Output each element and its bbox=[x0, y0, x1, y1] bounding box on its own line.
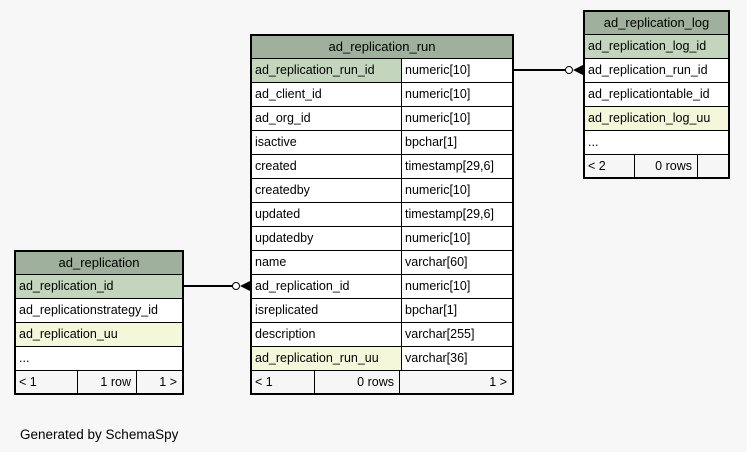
column-row-ad_replicationstrategy_id[interactable]: ad_replicationstrategy_id bbox=[16, 299, 182, 323]
column-type: bpchar[1] bbox=[405, 135, 458, 149]
column-name: ad_replication_id bbox=[16, 275, 182, 298]
table-footer: < 2 0 rows bbox=[585, 155, 728, 177]
column-type: varchar[255] bbox=[405, 327, 475, 341]
column-name: ad_replication_uu bbox=[16, 323, 182, 346]
column-type: timestamp[29,6] bbox=[405, 159, 494, 173]
generated-by-note: Generated by SchemaSpy bbox=[20, 427, 179, 442]
degree-indicator-left: < 2 bbox=[585, 155, 635, 177]
degree-indicator-left: < 1 bbox=[16, 371, 78, 393]
column-name: ... bbox=[19, 351, 30, 365]
column-row-more-columns[interactable]: ... bbox=[585, 131, 728, 155]
table-columns: ad_replication_id ad_replicationstrategy_… bbox=[16, 275, 182, 371]
degree-indicator-right bbox=[698, 155, 728, 177]
column-row-more-columns[interactable]: ... bbox=[16, 347, 182, 371]
table-title-ad_replication_run[interactable]: ad_replication_run bbox=[252, 36, 512, 59]
column-name: created bbox=[252, 155, 402, 178]
column-name: updatedby bbox=[252, 227, 402, 250]
column-name: ad_replication_id bbox=[252, 275, 402, 298]
column-name: description bbox=[252, 323, 402, 346]
column-type: numeric[10] bbox=[405, 111, 471, 125]
column-type: varchar[60] bbox=[405, 255, 468, 269]
column-type: bpchar[1] bbox=[405, 303, 458, 317]
column-name: isreplicated bbox=[252, 299, 402, 322]
column-row-ad_replication_uu[interactable]: ad_replication_uu bbox=[16, 323, 182, 347]
relationship-line bbox=[514, 69, 566, 71]
degree-indicator-right: 1 > bbox=[159, 375, 177, 389]
column-name: ad_replicationtable_id bbox=[588, 87, 710, 101]
table-title-ad_replication_log[interactable]: ad_replication_log bbox=[585, 12, 728, 35]
crow-foot-icon bbox=[573, 65, 583, 75]
column-type: varchar[36] bbox=[405, 351, 468, 365]
table-footer: < 1 0 rows 1 > bbox=[252, 371, 512, 393]
column-type: numeric[10] bbox=[405, 63, 471, 77]
column-type: numeric[10] bbox=[405, 231, 471, 245]
table-footer: < 1 1 row 1 > bbox=[16, 371, 182, 393]
column-name: ad_replication_run_id bbox=[252, 59, 402, 82]
column-name: createdby bbox=[252, 179, 402, 202]
degree-indicator-right: 1 > bbox=[489, 375, 507, 389]
column-name: ad_replication_run_uu bbox=[252, 347, 402, 370]
column-name: ad_replication_run_id bbox=[588, 63, 708, 77]
column-name: ... bbox=[588, 135, 599, 149]
column-type: numeric[10] bbox=[405, 183, 471, 197]
zero-or-one-icon bbox=[232, 282, 240, 290]
column-row-ad_replication_log_id[interactable]: ad_replication_log_id bbox=[585, 35, 728, 59]
column-name: ad_org_id bbox=[252, 107, 402, 130]
table-title-ad_replication[interactable]: ad_replication bbox=[16, 252, 182, 275]
column-row-ad_replication_run_id[interactable]: ad_replication_run_id bbox=[585, 59, 728, 83]
column-type: numeric[10] bbox=[405, 279, 471, 293]
column-name: name bbox=[252, 251, 402, 274]
table-ad_replication_run[interactable]: ad_replication_run ad_replication_run_id… bbox=[250, 34, 514, 395]
column-row-ad_replication_id[interactable]: ad_replication_id bbox=[16, 275, 182, 299]
column-row-ad_replicationtable_id[interactable]: ad_replicationtable_id bbox=[585, 83, 728, 107]
row-count: 1 row bbox=[78, 371, 137, 393]
row-count: 0 rows bbox=[315, 371, 400, 393]
column-name: updated bbox=[252, 203, 402, 226]
degree-indicator-left: < 1 bbox=[252, 371, 315, 393]
column-name: ad_replication_log_id bbox=[585, 35, 728, 58]
column-name: isactive bbox=[252, 131, 402, 154]
column-row-ad_replication_log_uu[interactable]: ad_replication_log_uu bbox=[585, 107, 728, 131]
zero-or-one-icon bbox=[565, 66, 573, 74]
column-type: timestamp[29,6] bbox=[405, 207, 494, 221]
table-ad_replication_log[interactable]: ad_replication_log ad_replication_log_id… bbox=[583, 10, 730, 179]
column-type: numeric[10] bbox=[405, 87, 471, 101]
row-count: 0 rows bbox=[635, 155, 698, 177]
table-columns: ad_replication_log_id ad_replication_run_… bbox=[585, 35, 728, 155]
column-name: ad_replication_log_uu bbox=[585, 107, 728, 130]
relationship-line bbox=[184, 285, 233, 287]
column-name: ad_client_id bbox=[252, 83, 402, 106]
crow-foot-icon bbox=[240, 281, 250, 291]
column-name: ad_replicationstrategy_id bbox=[19, 303, 158, 317]
